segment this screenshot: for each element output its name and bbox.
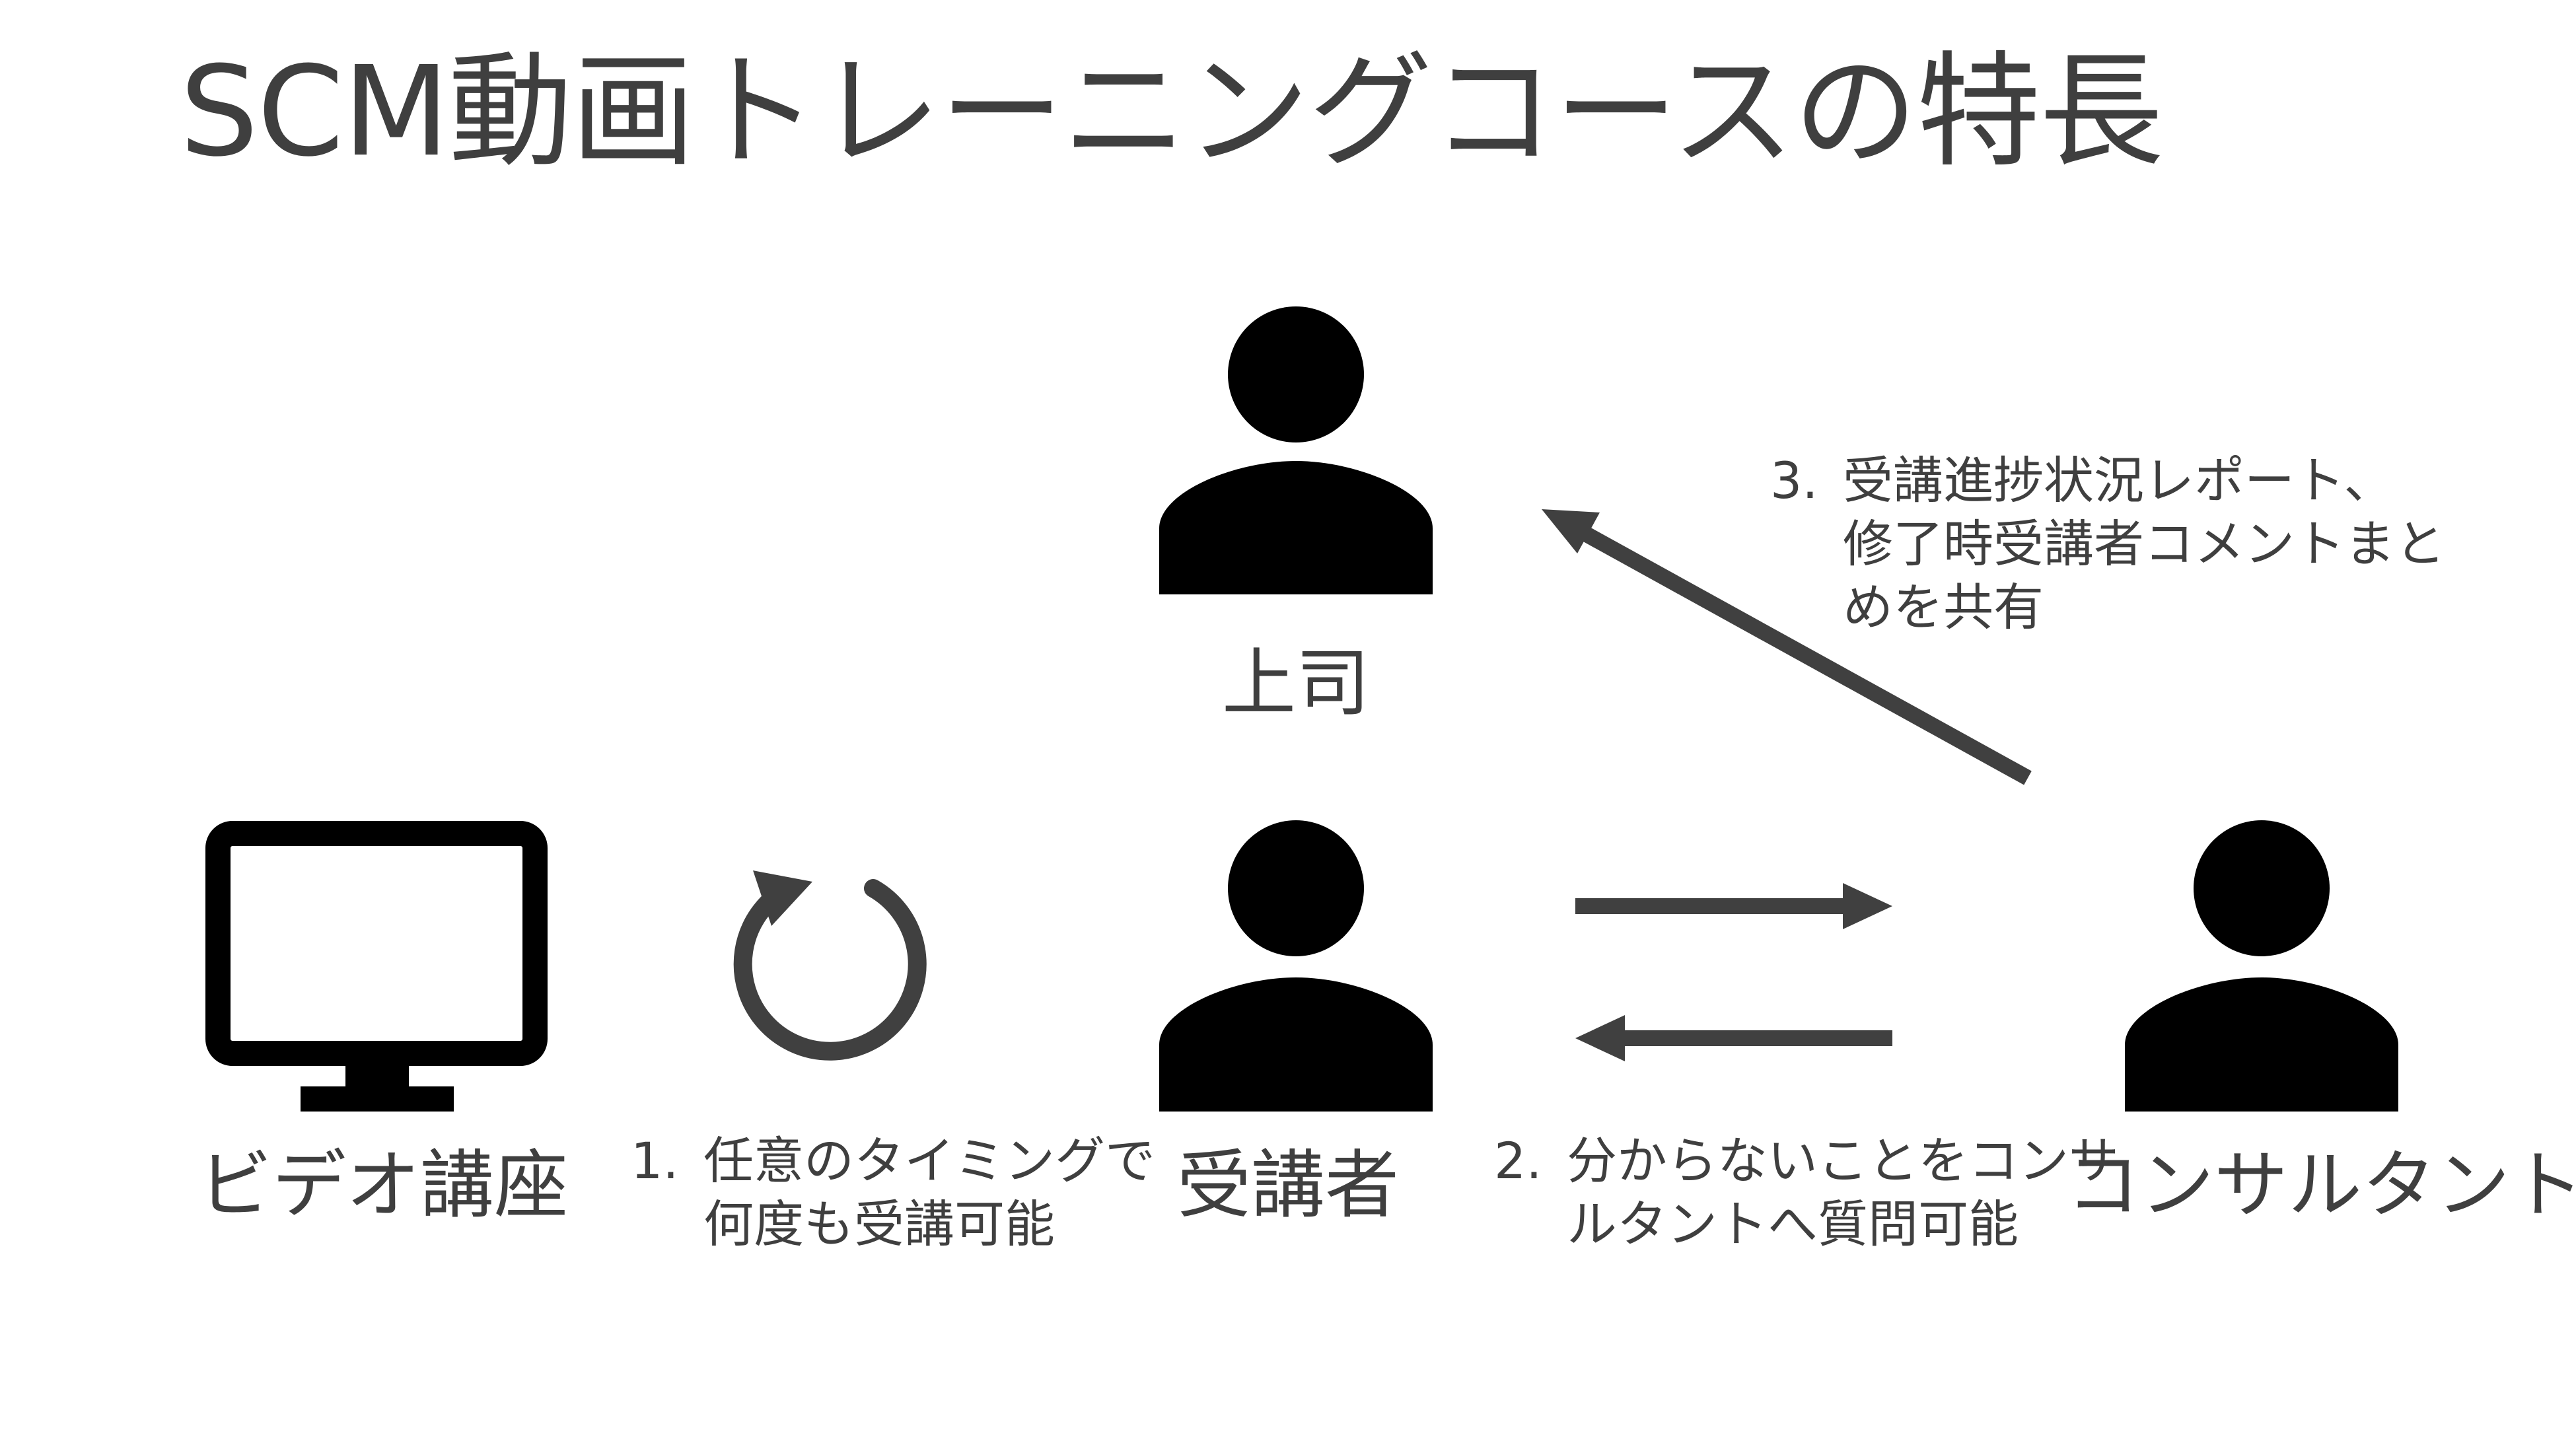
- feature-3-line-2: 修了時受講者コメントまと: [1843, 514, 2445, 573]
- feature-1-note: 1. 任意のタイミングで 何度も受講可能: [631, 1129, 1155, 1261]
- feature-1-line-1: 任意のタイミングで: [703, 1131, 1155, 1190]
- supervisor-person-icon: [1159, 306, 1433, 594]
- arrow-trainee-to-consultant: [1575, 883, 1892, 929]
- feature-2-number: 2.: [1494, 1131, 1542, 1190]
- monitor-icon: [205, 821, 548, 1112]
- feature-3-line-3: めを共有: [1843, 578, 2044, 637]
- arrow-consultant-to-trainee: [1575, 1015, 1892, 1061]
- arrow-consultant-to-supervisor: [1542, 509, 2032, 785]
- refresh-icon: [733, 870, 927, 1061]
- feature-1-line-2: 何度も受講可能: [703, 1195, 1055, 1254]
- consultant-person-icon: [2125, 820, 2398, 1112]
- feature-2-line-1: 分からないことをコンサ: [1567, 1131, 2119, 1190]
- feature-1-number: 1.: [631, 1131, 679, 1190]
- feature-3-number: 3.: [1770, 451, 1818, 510]
- feature-2-note: 2. 分からないことをコンサ ルタントへ質問可能: [1494, 1129, 2119, 1261]
- feature-2-line-2: ルタントへ質問可能: [1567, 1195, 2019, 1254]
- feature-3-line-1: 受講進捗状況レポート、: [1843, 451, 2394, 510]
- supervisor-label: 上司: [1222, 641, 1370, 726]
- trainee-person-icon: [1159, 820, 1433, 1112]
- page-title: SCM動画トレーニングコースの特長: [180, 40, 2163, 184]
- feature-3-note: 3. 受講進捗状況レポート、 修了時受講者コメントまと めを共有: [1770, 449, 2445, 647]
- trainee-label: 受講者: [1177, 1143, 1399, 1228]
- video-label: ビデオ講座: [198, 1143, 568, 1228]
- consultant-label: コンサルタント: [2066, 1143, 2576, 1228]
